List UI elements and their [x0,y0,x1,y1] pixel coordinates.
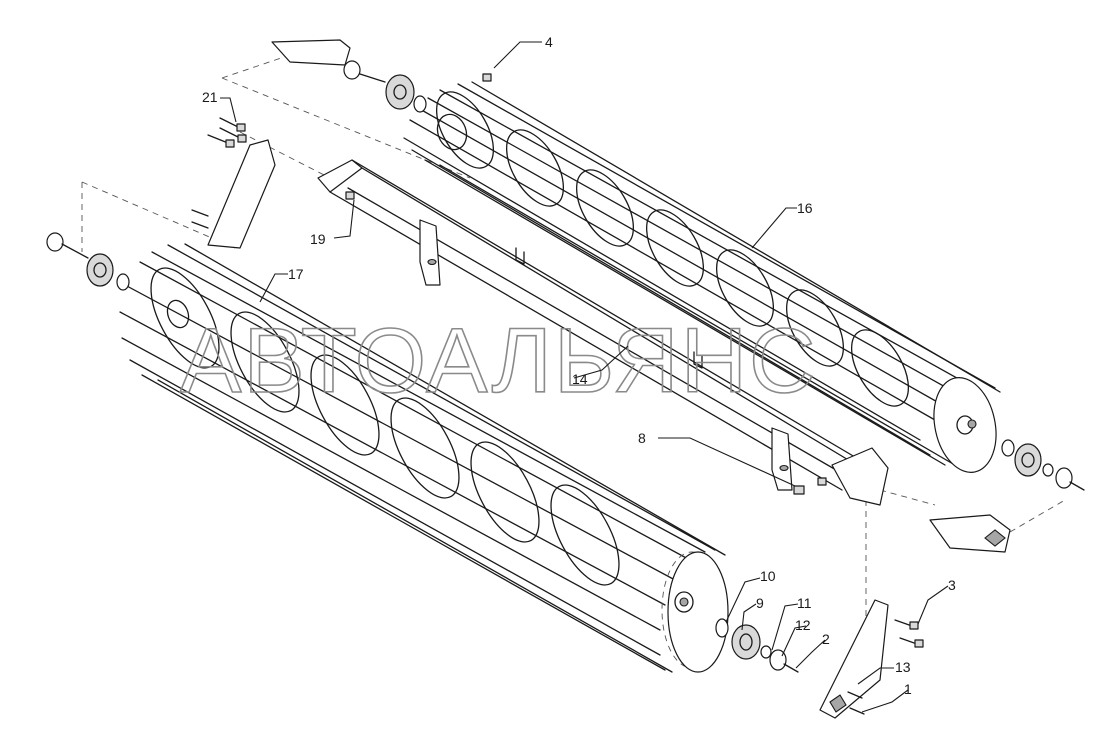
cage-roller-upper [403,81,1001,473]
callout-19: 19 [310,231,326,247]
callout-13: 13 [895,659,911,675]
left-bracket-group [46,39,492,291]
callout-17: 17 [288,266,304,282]
leader-lines [220,41,949,713]
callout-16: 16 [797,200,813,216]
right-bracket-group [715,439,1085,719]
callout-labels: 1 2 3 4 8 9 10 11 12 13 14 16 17 19 21 [202,34,956,697]
watermark-text: АВТОАЛЬЯНС [180,310,818,412]
frame-beam [317,159,889,506]
callout-2: 2 [822,631,830,647]
callout-1: 1 [904,681,912,697]
callout-8: 8 [638,430,646,446]
callout-10: 10 [760,568,776,584]
assembly-guide-lines [81,54,1066,640]
cage-roller-lower [119,243,729,673]
callout-9: 9 [756,595,764,611]
callout-14: 14 [572,371,588,387]
callout-3: 3 [948,577,956,593]
callout-12: 12 [795,617,811,633]
callout-4: 4 [545,34,553,50]
callout-11: 11 [797,595,812,611]
callout-21: 21 [202,89,218,105]
